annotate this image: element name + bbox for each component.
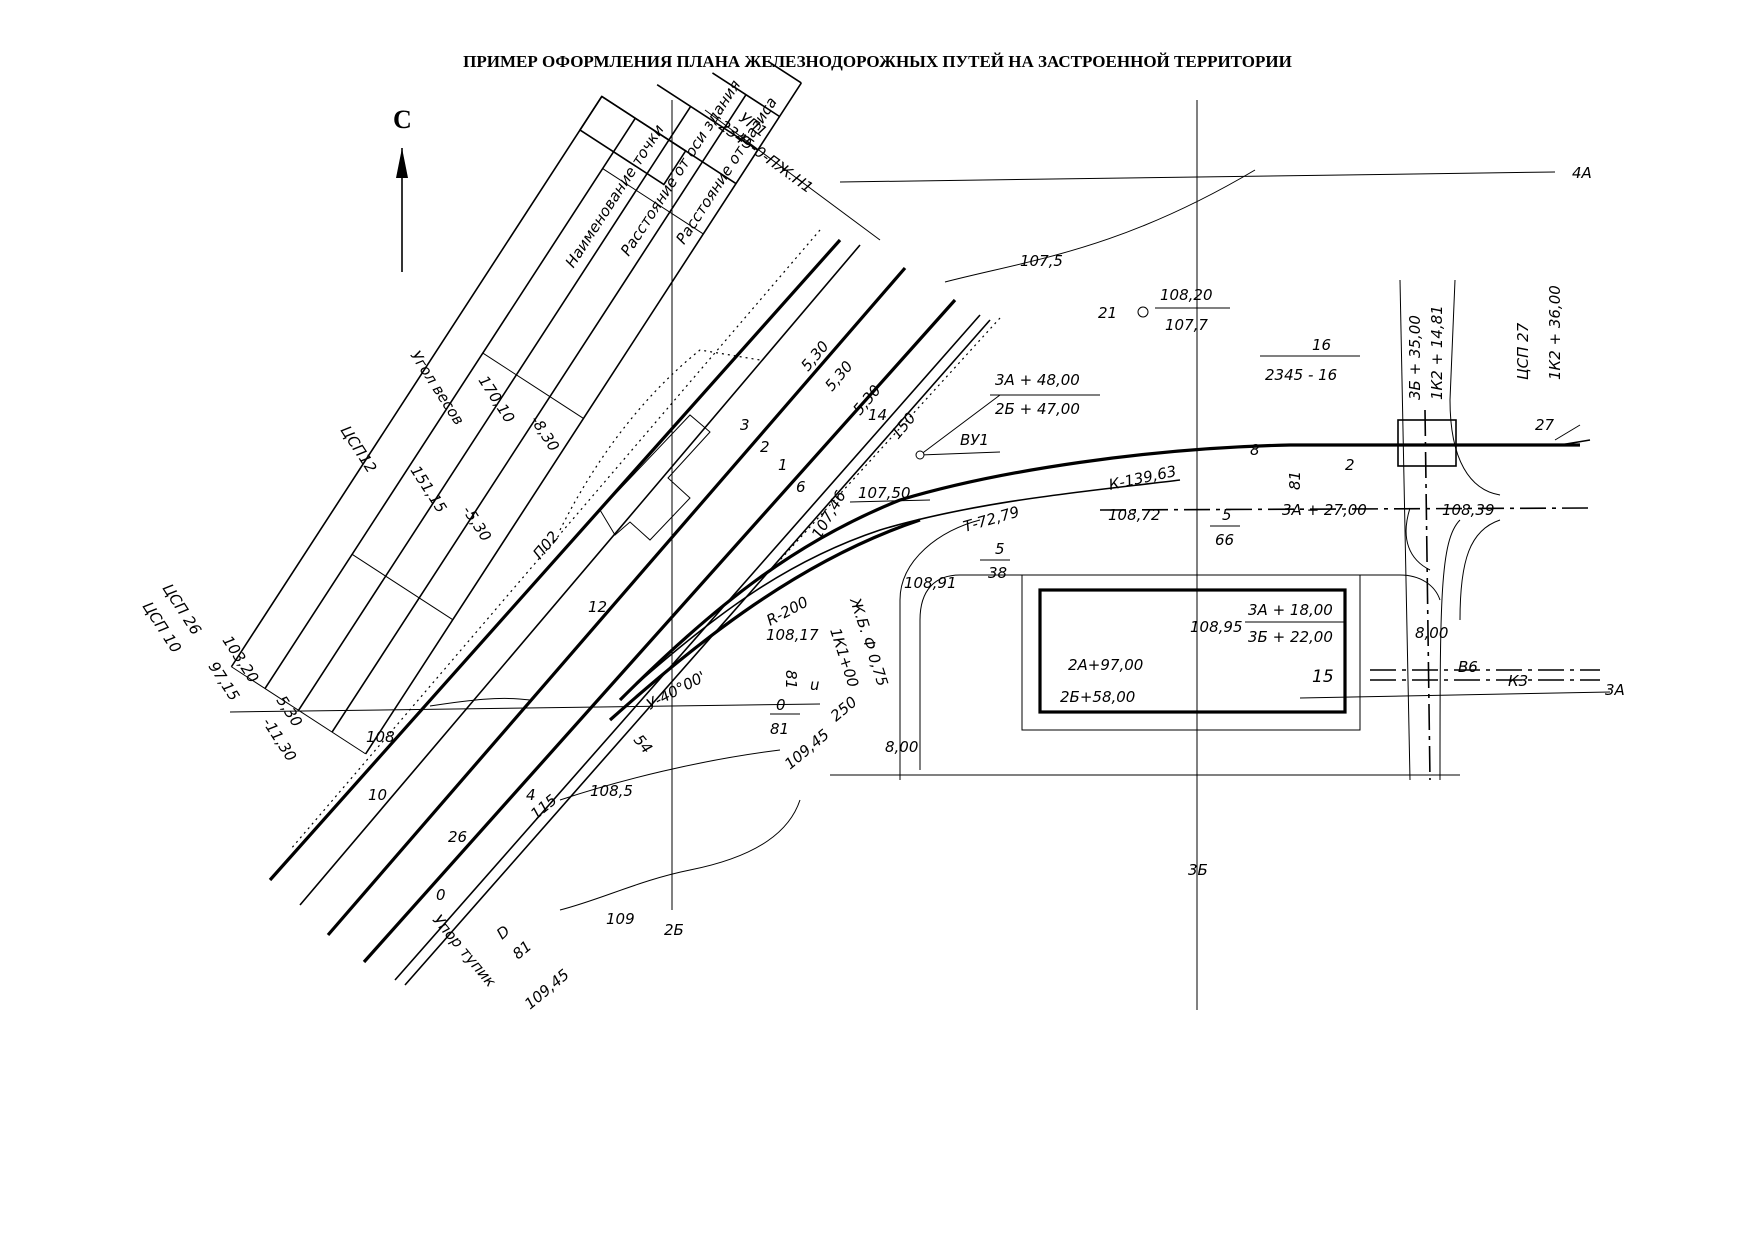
bottom-left-annotations: 0 81 250 109,45 81 u 8,00 54 10 4 115 26…: [368, 670, 1208, 1013]
svg-text:27: 27: [1535, 416, 1555, 434]
svg-text:У-40°00': У-40°00': [643, 667, 708, 713]
svg-text:6: 6: [796, 478, 806, 496]
svg-text:2Б: 2Б: [664, 921, 684, 939]
svg-text:1К1+00: 1К1+00: [826, 626, 862, 690]
svg-text:81: 81: [770, 720, 789, 738]
svg-text:2: 2: [1345, 456, 1355, 474]
svg-text:107,50: 107,50: [858, 484, 911, 502]
svg-text:R-200: R-200: [763, 593, 811, 630]
svg-text:15: 15: [1312, 667, 1334, 687]
svg-text:81: 81: [782, 670, 800, 689]
svg-text:1К2 + 36,00: 1К2 + 36,00: [1546, 285, 1564, 380]
cell-csp12-y: -5,30: [459, 502, 495, 544]
svg-text:3А + 27,00: 3А + 27,00: [1282, 501, 1367, 519]
cell-weigh-x: 170,10: [475, 372, 519, 426]
svg-text:3А: 3А: [1605, 681, 1625, 699]
svg-text:ЦСП 27: ЦСП 27: [1514, 322, 1532, 380]
svg-text:0: 0: [776, 696, 786, 714]
grid-axes: [229, 100, 1611, 1010]
svg-text:4А: 4А: [1572, 164, 1592, 182]
svg-text:38: 38: [988, 564, 1007, 582]
svg-text:8,00: 8,00: [1415, 624, 1448, 642]
page-title: ПРИМЕР ОФОРМЛЕНИЯ ПЛАНА ЖЕЛЕЗНОДОРОЖНЫХ …: [463, 52, 1292, 71]
svg-text:К3: К3: [1508, 672, 1528, 690]
svg-text:8,00: 8,00: [885, 738, 918, 756]
svg-text:5: 5: [1222, 506, 1232, 524]
svg-text:5: 5: [995, 540, 1005, 558]
svg-text:108: 108: [366, 728, 395, 746]
svg-text:К-139,63: К-139,63: [1107, 462, 1178, 494]
svg-text:u: u: [810, 676, 820, 694]
contours: 107,5 109 108,5 108: [366, 169, 1256, 928]
platform-p02: П02 12: [529, 349, 761, 616]
svg-text:2А+97,00: 2А+97,00: [1068, 656, 1143, 674]
svg-text:2Б+58,00: 2Б+58,00: [1060, 688, 1135, 706]
svg-text:3Б + 35,00: 3Б + 35,00: [1406, 315, 1424, 400]
svg-text:5,30: 5,30: [821, 357, 856, 394]
svg-text:4: 4: [526, 786, 536, 804]
svg-text:108,20: 108,20: [1160, 286, 1213, 304]
svg-text:1: 1: [778, 456, 788, 474]
svg-text:14: 14: [868, 406, 887, 424]
svg-text:2345 - 16: 2345 - 16: [1265, 366, 1337, 384]
svg-text:26: 26: [448, 828, 467, 846]
svg-text:107,5: 107,5: [1020, 252, 1063, 270]
road-structures: 8,00 В6 К3 3А: [830, 279, 1625, 781]
up1-label: УП1 2345-0-ПЖ.Н1 4А: [704, 109, 1592, 241]
curved-branch: [608, 424, 1591, 722]
top-right-markers: 21 108,20 107,7 16 2345 - 16 3Б + 35,00 …: [1098, 285, 1564, 434]
svg-text:66: 66: [1215, 531, 1234, 549]
cell-csp12: ЦСП12: [337, 422, 381, 476]
svg-text:3: 3: [740, 416, 750, 434]
svg-text:81: 81: [1286, 471, 1304, 490]
svg-text:10: 10: [368, 786, 387, 804]
svg-text:2Б + 47,00: 2Б + 47,00: [995, 400, 1080, 418]
svg-text:108,91: 108,91: [904, 574, 957, 592]
svg-text:109,45: 109,45: [521, 966, 573, 1014]
svg-text:1К2 + 14,81: 1К2 + 14,81: [1428, 305, 1446, 400]
svg-text:54: 54: [630, 731, 656, 757]
building-15: 108,95 3А + 18,00 3Б + 22,00 2А+97,00 2Б…: [1021, 574, 1361, 731]
svg-text:Т-72,79: Т-72,79: [961, 503, 1021, 536]
svg-text:8: 8: [1250, 441, 1260, 459]
svg-text:3Б + 22,00: 3Б + 22,00: [1248, 628, 1333, 646]
svg-text:3А + 48,00: 3А + 48,00: [995, 371, 1080, 389]
svg-text:3А + 18,00: 3А + 18,00: [1248, 601, 1333, 619]
north-label: С: [393, 105, 412, 134]
svg-text:12: 12: [588, 598, 607, 616]
diagonal-tracks: [268, 229, 1001, 986]
svg-text:109: 109: [606, 910, 635, 928]
svg-text:108,72: 108,72: [1108, 506, 1161, 524]
svg-text:3Б: 3Б: [1188, 861, 1208, 879]
svg-text:108,17: 108,17: [766, 626, 819, 644]
svg-text:108,95: 108,95: [1190, 618, 1243, 636]
svg-text:D: D: [493, 922, 513, 943]
svg-text:16: 16: [1312, 336, 1331, 354]
svg-text:В6: В6: [1458, 658, 1478, 676]
svg-text:108,39: 108,39: [1442, 501, 1495, 519]
curve-annotations: 3А + 48,00 2Б + 47,00 ВУ1 8 2 81 107,46 …: [643, 371, 1494, 714]
track-numbers: 3 2 1 6 14 5,30 5,30 5,30 150: [740, 337, 919, 496]
svg-text:0: 0: [436, 886, 446, 904]
svg-text:107,7: 107,7: [1165, 316, 1208, 334]
svg-text:ВУ1: ВУ1: [960, 431, 989, 449]
svg-text:81: 81: [509, 937, 535, 963]
svg-text:2: 2: [760, 438, 770, 456]
svg-text:108,5: 108,5: [590, 782, 633, 800]
cell-weigh-y: -8,30: [527, 412, 563, 454]
svg-text:Упор тупик: Упор тупик: [429, 911, 500, 990]
point-table: Наименование точки Расстояние от оси зда…: [230, 60, 803, 755]
cell-csp12-x: 151,15: [407, 462, 451, 516]
svg-text:250: 250: [827, 693, 861, 725]
cell-weigh-angle: Угол весов: [407, 347, 468, 428]
svg-text:21: 21: [1098, 304, 1117, 322]
north-arrow: С: [393, 105, 412, 272]
